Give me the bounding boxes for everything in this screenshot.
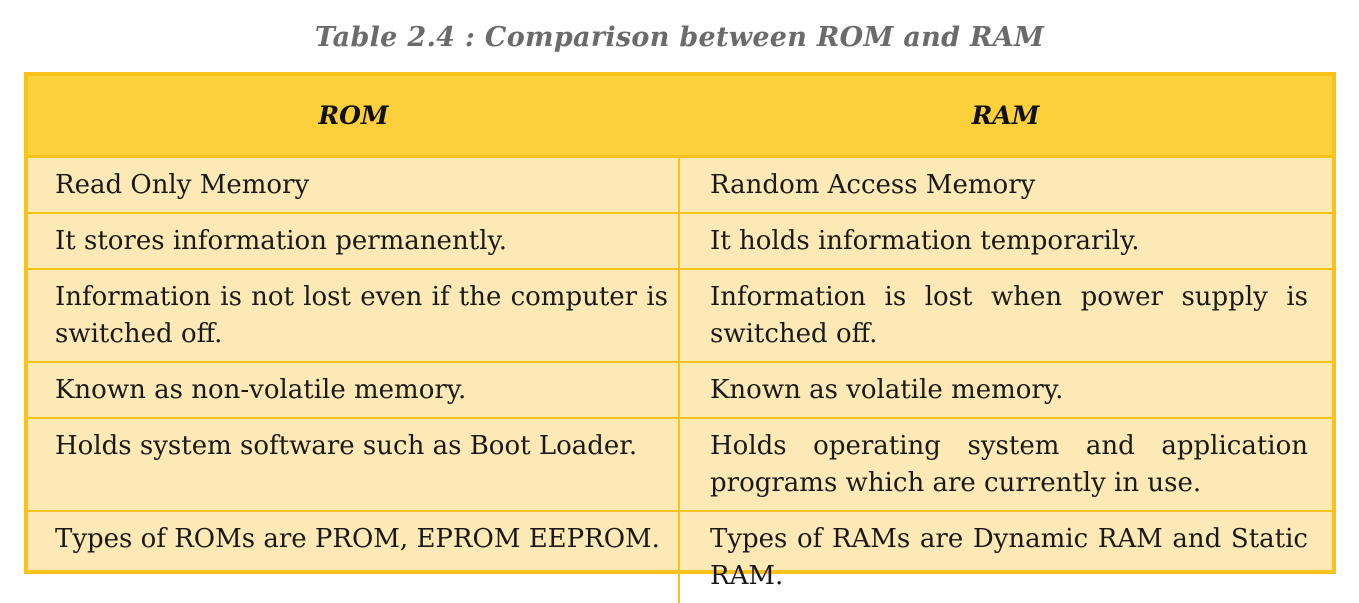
rom-cell: Read Only Memory — [28, 156, 679, 214]
ram-cell: It holds information temporarily. — [678, 212, 1332, 270]
rom-cell: Known as non-volatile memory. — [28, 361, 679, 419]
comparison-table: ROM RAM Read Only Memory Random Access M… — [24, 72, 1336, 603]
column-header-ram: RAM — [679, 76, 1332, 158]
rom-cell: It stores information permanently. — [28, 212, 679, 270]
ram-cell: Random Access Memory — [678, 156, 1332, 214]
table-row: Holds system software such as Boot Loade… — [28, 417, 1332, 512]
table-caption: Table 2.4 : Comparison between ROM and R… — [314, 22, 1045, 53]
ram-cell: Types of RAMs are Dynamic RAM and Static… — [678, 510, 1332, 603]
ram-cell: Holds operating system and application p… — [678, 417, 1332, 512]
rom-cell: Holds system software such as Boot Loade… — [28, 417, 679, 512]
rom-cell: Types of ROMs are PROM, EPROM EEPROM. — [55, 523, 660, 554]
ram-cell: Known as volatile memory. — [678, 361, 1332, 419]
table-row: Types of ROMs are PROM, EPROM EEPROM. Ty… — [28, 510, 1332, 603]
table-row: Read Only Memory Random Access Memory — [28, 156, 1332, 214]
column-header-rom: ROM — [28, 76, 679, 158]
ram-cell: Information is lost when power supply is… — [678, 268, 1332, 363]
comparison-table-grid: ROM RAM Read Only Memory Random Access M… — [28, 76, 1332, 603]
table-row: Information is not lost even if the comp… — [28, 268, 1332, 363]
rom-cell: Information is not lost even if the comp… — [28, 268, 679, 363]
table-row: Known as non-volatile memory. Known as v… — [28, 361, 1332, 419]
table-header-row: ROM RAM — [28, 76, 1332, 158]
table-row: It stores information permanently. It ho… — [28, 212, 1332, 270]
